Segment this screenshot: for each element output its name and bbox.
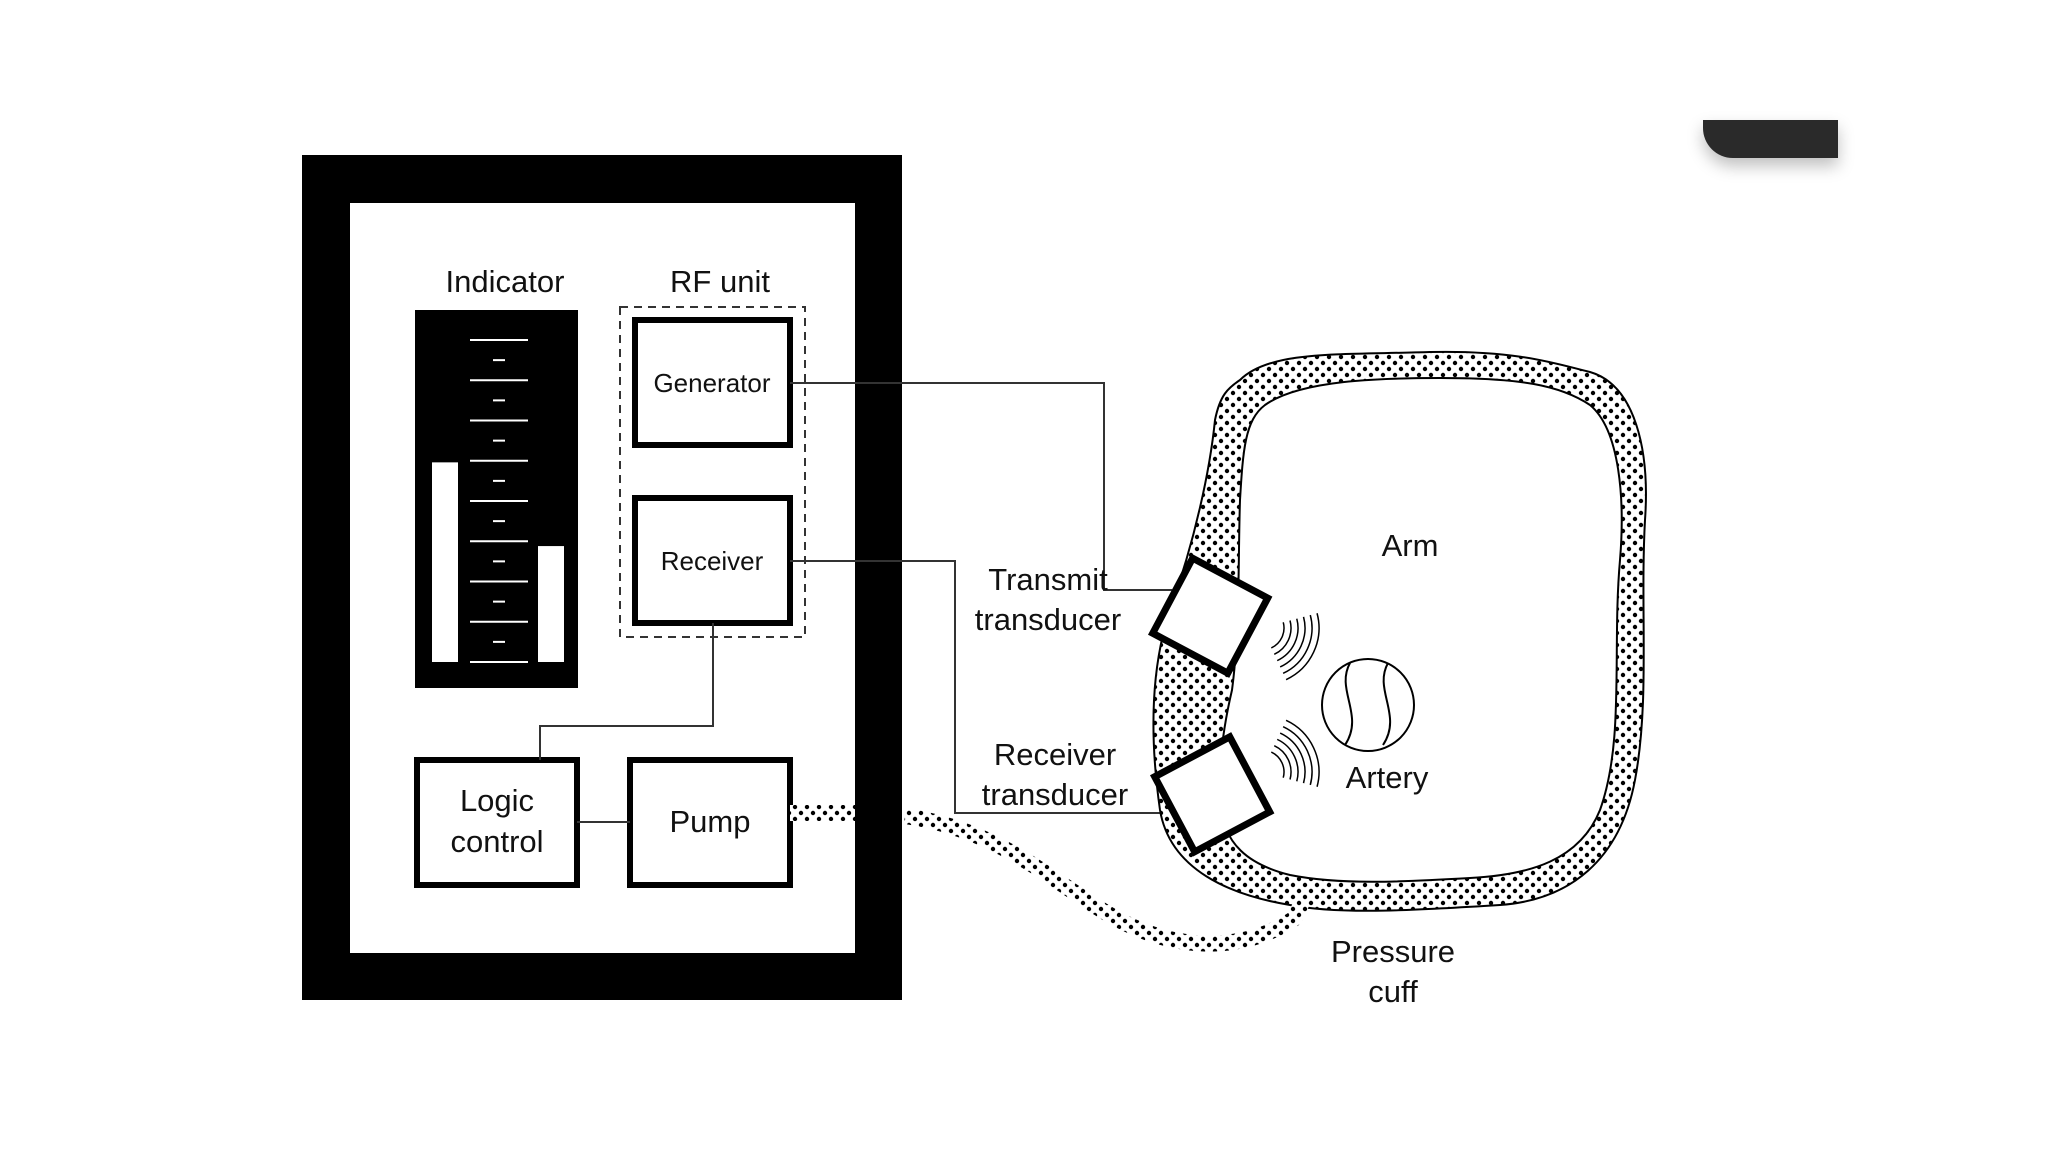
wave-arc bbox=[1273, 620, 1292, 655]
transmit-label-line1: Transmit bbox=[988, 562, 1108, 597]
indicator-scale bbox=[470, 339, 528, 663]
wave-arc bbox=[1270, 751, 1285, 778]
transmit-wave-arcs bbox=[1270, 613, 1320, 681]
generator-box bbox=[632, 317, 793, 448]
receiver-transducer-label-line1: Receiver bbox=[994, 737, 1116, 772]
pump-label: Pump bbox=[670, 804, 751, 839]
receiver-transducer bbox=[1149, 732, 1275, 857]
logic-control-box bbox=[414, 757, 580, 888]
arm-label: Arm bbox=[1382, 528, 1439, 563]
wave-arc bbox=[1282, 614, 1313, 674]
arm-outline bbox=[1218, 376, 1623, 883]
wave-arc bbox=[1276, 738, 1299, 782]
receiver-label: Receiver bbox=[661, 546, 764, 576]
wave-arc bbox=[1279, 732, 1306, 784]
cuff-hose bbox=[790, 805, 1313, 952]
wave-arc bbox=[1279, 616, 1306, 668]
wave-arc bbox=[1285, 613, 1320, 681]
artery-label: Artery bbox=[1346, 760, 1429, 795]
receiver-transducer-label-line2: transducer bbox=[982, 777, 1128, 812]
receiver-box bbox=[632, 495, 793, 626]
generator-label: Generator bbox=[653, 368, 770, 398]
logic-label-line2: control bbox=[450, 824, 543, 859]
transmit-label-line2: transducer bbox=[975, 602, 1121, 637]
pump-box bbox=[627, 757, 793, 888]
artery bbox=[1321, 658, 1415, 752]
wave-arc bbox=[1273, 745, 1292, 780]
wave-arc bbox=[1285, 719, 1320, 787]
receiver-to-logic-wire bbox=[539, 623, 714, 760]
receiver-to-receive-wire bbox=[790, 560, 1172, 814]
receive-wave-arcs bbox=[1270, 719, 1320, 787]
wave-arc bbox=[1282, 726, 1313, 786]
rf-unit-label: RF unit bbox=[670, 264, 770, 299]
transmit-transducer bbox=[1147, 553, 1273, 678]
pressure-cuff-label-line1: Pressure bbox=[1331, 934, 1455, 969]
artery-wall-right bbox=[1382, 662, 1392, 746]
indicator-left-bar bbox=[432, 462, 458, 662]
logic-label-line1: Logic bbox=[460, 783, 534, 818]
indicator-label: Indicator bbox=[446, 264, 565, 299]
wave-arc bbox=[1276, 618, 1299, 662]
corner-tab bbox=[1703, 120, 1838, 158]
generator-to-transmit-wire bbox=[790, 382, 1172, 591]
pressure-cuff-label-line2: cuff bbox=[1368, 974, 1418, 1009]
artery-wall-left bbox=[1344, 662, 1354, 746]
indicator-right-bar bbox=[538, 546, 564, 662]
wave-arc bbox=[1270, 622, 1285, 649]
